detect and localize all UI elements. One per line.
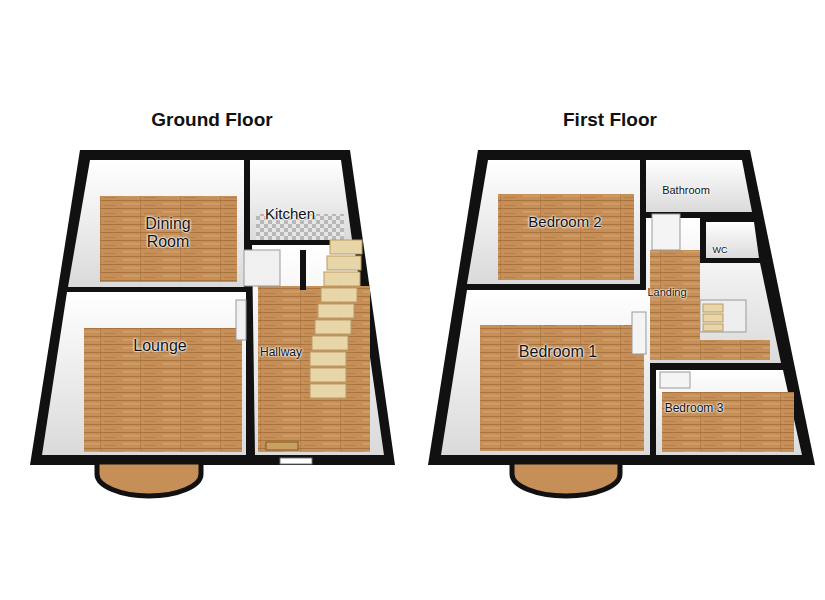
- room-label: WC: [713, 246, 728, 256]
- room: Lounge: [42, 292, 246, 455]
- room-label: Hallway: [260, 346, 302, 359]
- room: Bedroom 2: [467, 160, 640, 284]
- room-label: Dining Room: [128, 215, 208, 250]
- room: Hallway: [252, 245, 384, 455]
- room: Bathroom: [646, 160, 752, 212]
- room-label: Bedroom 2: [528, 214, 601, 231]
- floor-heading: First Floor: [563, 110, 657, 131]
- room-label: Bathroom: [662, 184, 710, 196]
- room: Dining Room: [68, 160, 244, 287]
- room: WC: [706, 222, 759, 258]
- room: Kitchen: [250, 160, 353, 240]
- room-label: Kitchen: [265, 206, 315, 223]
- room: Bedroom 3: [656, 370, 803, 455]
- room: Landing: [646, 218, 781, 363]
- room-label: Bedroom 3: [665, 402, 724, 415]
- room-label: Lounge: [133, 337, 186, 355]
- floor-plan: First FloorBedroom 2 BathroomWC LandingBed…: [420, 100, 820, 500]
- floor-heading: Ground Floor: [151, 110, 272, 131]
- floor-plan: Ground FloorDining Room KitchenLoungeHall…: [25, 100, 400, 500]
- room-label: Landing: [647, 286, 686, 298]
- room-label: Bedroom 1: [519, 343, 597, 361]
- room: Bedroom 1: [441, 290, 650, 455]
